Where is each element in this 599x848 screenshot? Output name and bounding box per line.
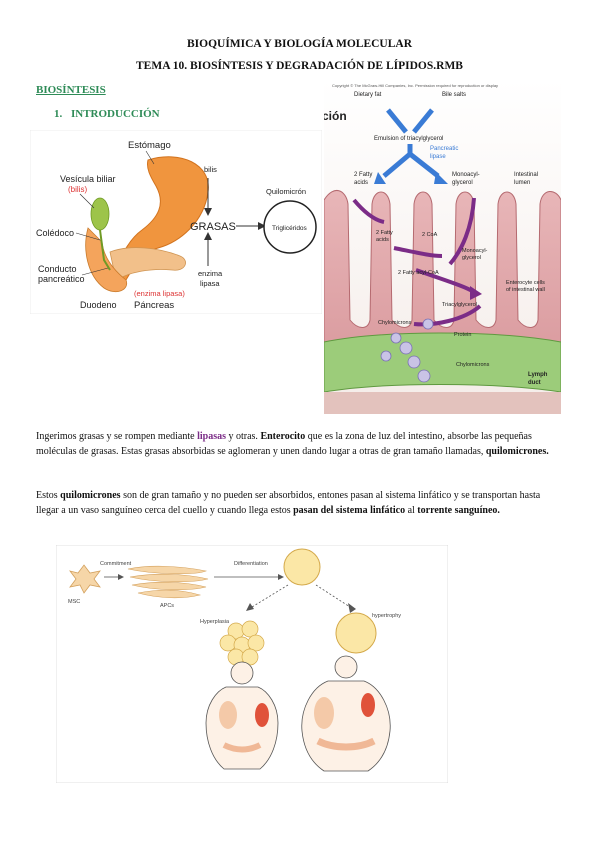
emulsion-label: Emulsion of triacylglycerol <box>374 136 443 142</box>
hypertrophic-adipocyte <box>335 612 377 654</box>
figure-title-fragment: ción <box>324 109 347 123</box>
body-silhouette-left <box>205 661 279 770</box>
msc-cell <box>69 564 101 594</box>
bile-duct-line <box>99 229 111 271</box>
document-topic-title: TEMA 10. BIOSÍNTESIS Y DEGRADACIÓN DE LÍ… <box>136 60 463 72</box>
fats-label: GRASAS <box>190 221 236 233</box>
pancreatic-duct-label-2: pancreático <box>38 274 85 284</box>
lymph-duct-label-1: Lymph <box>528 372 548 378</box>
hyperplasia-label: Hyperplasia <box>200 619 230 625</box>
triglycerides-label: Triglicéridos <box>272 225 308 232</box>
chylomicron-label: Quilomicrón <box>266 187 306 196</box>
dietary-fat-label: Dietary fat <box>354 92 382 98</box>
fatty-acids-inside-label-1: 2 Fatty <box>376 230 393 236</box>
duodenum-shape <box>85 227 128 293</box>
copyright-text: Copyright © The McGraw-Hill Companies, I… <box>332 83 498 88</box>
msc-label: MSC <box>68 599 80 605</box>
subsection-title: INTRODUCCIÓN <box>71 108 160 120</box>
apcs-cells <box>127 565 209 599</box>
pancreatic-duct-label-1: Conducto <box>38 264 77 274</box>
enzyme-label-1: enzima <box>198 269 223 278</box>
duodenum-label: Duodeno <box>80 300 117 310</box>
enterocyte-label-2: of intestinal wall <box>506 287 545 293</box>
intestinal-absorption-figure: Copyright © The McGraw-Hill Companies, I… <box>324 80 561 414</box>
gallbladder-shape <box>90 197 110 231</box>
bile-salts-label: Bile salts <box>442 92 466 98</box>
body-silhouette-right <box>301 655 391 772</box>
monoacylglycerol-inside-label-1: Monoacyl- <box>462 248 488 254</box>
chylomicrons-cell-label: Chylomicrons <box>378 320 412 326</box>
monoacylglycerol-inside-label-2: glycerol <box>462 255 481 261</box>
document-course-title: BIOQUÍMICA Y BIOLOGÍA MOLECULAR <box>186 38 413 50</box>
pancreas-shape <box>109 247 186 281</box>
intestinal-lumen-label-2: lumen <box>514 180 530 186</box>
protein-label: Protein <box>454 332 471 338</box>
paragraph-chylomicrons: Estos quilomicrones son de gran tamaño y… <box>36 489 564 518</box>
paragraph2-text-3: al <box>405 504 418 516</box>
keyword-torrente-sanguineo: torrente sanguíneo. <box>417 504 500 516</box>
keyword-quilomicrones: quilomicrones. <box>485 445 549 457</box>
enterocyte-villi <box>324 190 561 371</box>
keyword-quilomicrones-2: quilomicrones <box>60 490 121 501</box>
fatty-acids-label-2: acids <box>354 180 368 186</box>
chylomicron-particles <box>380 318 434 383</box>
pancreas-label: Páncreas <box>134 300 174 311</box>
differentiation-label: Differentiation <box>234 561 268 567</box>
monoacylglycerol-label-1: Monoacyl- <box>452 172 480 178</box>
monoacylglycerol-label-2: glycerol <box>452 180 473 186</box>
coa-label: 2 CoA <box>422 232 438 238</box>
commitment-label: Commitment <box>100 561 132 567</box>
mature-adipocyte <box>283 548 321 586</box>
enterocyte-label-1: Enterocyte cells <box>506 280 545 286</box>
pancreatic-lipase-label-2: lipase <box>430 154 446 160</box>
keyword-pasan-sistema-linfatico: pasan del sistema linfático <box>293 504 406 516</box>
subsection-heading: 1. INTRODUCCIÓN <box>54 108 160 120</box>
keyword-enterocito: Enterocito <box>260 431 306 442</box>
fatty-acids-label-1: 2 Fatty <box>354 172 372 178</box>
chylomicron-circle <box>263 200 317 254</box>
paragraph1-text-1: Ingerimos grasas y se rompen mediante <box>36 431 198 442</box>
fatty-acyl-coa-label: 2 Fatty acyl-CoA <box>398 270 439 276</box>
paragraph-absorption: Ingerimos grasas y se rompen mediante li… <box>36 430 564 459</box>
gallbladder-label: Vesícula biliar <box>60 174 116 184</box>
paragraph1-text-3: que es la zona de luz del intestino, abs… <box>36 431 532 457</box>
lymph-duct-shape <box>324 332 561 393</box>
fatty-acids-inside-label-2: acids <box>376 237 389 243</box>
intestinal-lumen-label-1: Intestinal <box>514 172 538 178</box>
lymph-duct-label-2: duct <box>528 380 541 386</box>
hypertrophy-label: hypertrophy <box>372 613 401 619</box>
triacylglycerol-label: Triacylglycerol <box>442 302 477 308</box>
paragraph1-text-2: y otras. <box>225 431 261 442</box>
subsection-number: 1. <box>54 108 63 120</box>
pancreatic-lipase-label-1: Pancreatic <box>430 146 458 152</box>
bile-schematic-label: bilis <box>204 165 217 174</box>
digestive-system-figure: Estómago Vesícula biliar (bilis) Colédoc… <box>30 130 322 314</box>
chylomicrons-duct-label: Chylomicrons <box>456 362 490 368</box>
apcs-label: APCs <box>160 603 174 609</box>
paragraph2-text-1: Estos <box>36 490 61 501</box>
stomach-label: Estómago <box>128 140 171 151</box>
adipocyte-differentiation-figure: MSC Commitment APCs Differentiation Hype… <box>56 545 448 783</box>
lipase-enzyme-label: (enzima lipasa) <box>134 289 185 298</box>
paragraph2-text-2: son de gran tamaño y no pueden ser absor… <box>36 490 541 516</box>
enzyme-label-2: lipasa <box>200 279 220 288</box>
section-heading: BIOSÍNTESIS <box>36 84 106 96</box>
keyword-lipasas: lipasas <box>197 431 226 442</box>
bile-in-gallbladder-label: (bilis) <box>68 185 87 194</box>
common-bile-duct-label: Colédoco <box>36 228 74 238</box>
